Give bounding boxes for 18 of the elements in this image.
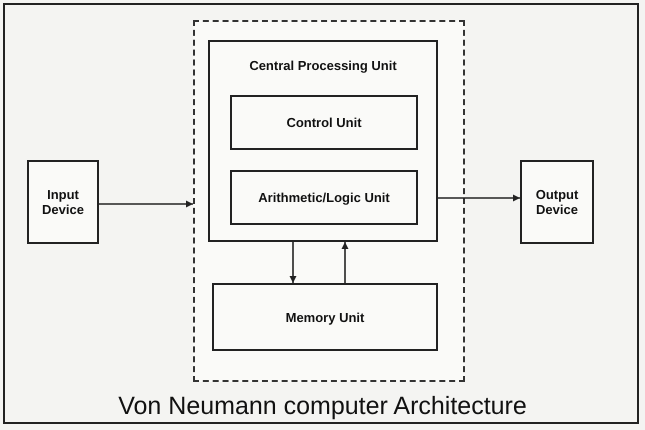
memory-box [212,283,438,351]
arrow [290,242,296,283]
node-label: Arithmetic/Logic Unit [258,190,390,205]
diagram-title: Von Neumann computer Architecture [117,392,528,421]
node-label: Control Unit [286,115,362,130]
unit-box [230,95,418,150]
unit-box [230,170,418,225]
system-dashed-box [193,20,465,382]
device-box [520,160,594,244]
arrow [342,242,348,283]
arrow [438,194,520,202]
processor-box [208,40,438,242]
arrow [99,200,193,208]
node-label: Memory Unit [286,310,364,324]
node-label: Output Device [534,187,580,217]
device-box [27,160,99,244]
node-label: Central Processing Unit [249,58,397,73]
node-label: Input Device [41,187,85,217]
